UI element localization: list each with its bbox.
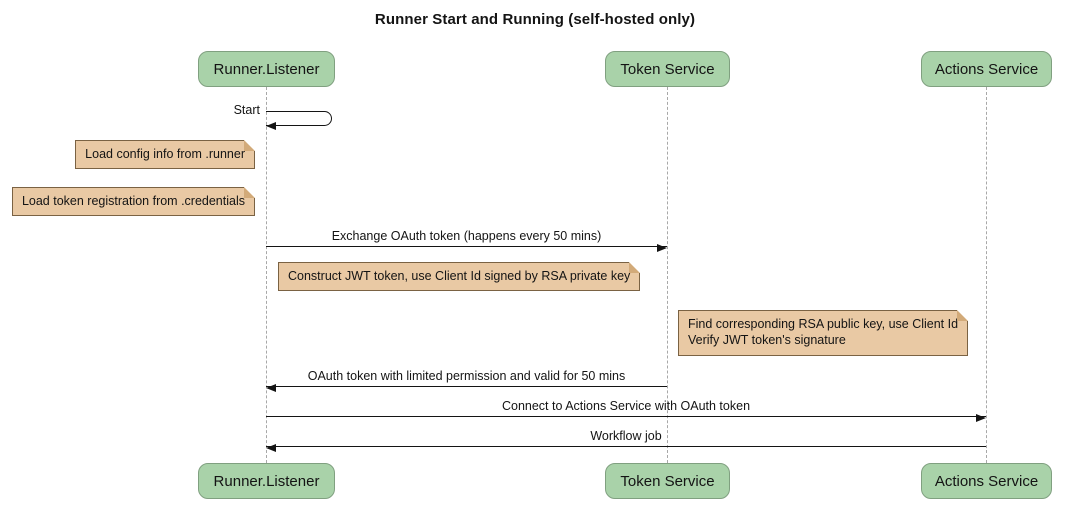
note-load-config: Load config info from .runner bbox=[75, 140, 255, 169]
message-line bbox=[266, 446, 986, 447]
participant-token-service-bottom: Token Service bbox=[605, 463, 730, 499]
participant-runner-listener-top: Runner.Listener bbox=[198, 51, 335, 87]
note-verify-jwt: Find corresponding RSA public key, use C… bbox=[678, 310, 969, 356]
participant-label: Actions Service bbox=[934, 472, 1039, 490]
note-text: Load token registration from .credential… bbox=[21, 194, 245, 208]
participant-label: Actions Service bbox=[934, 60, 1039, 78]
note-text-line-1: Find corresponding RSA public key, use C… bbox=[688, 317, 959, 331]
self-message-start-label: Start bbox=[233, 103, 260, 117]
participant-label: Token Service bbox=[620, 472, 715, 490]
participant-actions-service-bottom: Actions Service bbox=[921, 463, 1052, 499]
message-workflow-job: Workflow job bbox=[266, 429, 986, 452]
message-label: OAuth token with limited permission and … bbox=[307, 369, 626, 383]
self-message-start-arrowhead-icon bbox=[266, 122, 276, 130]
arrowhead-right-icon bbox=[976, 413, 986, 422]
participant-label: Token Service bbox=[620, 60, 715, 78]
note-text-line-2: Verify JWT token's signature bbox=[688, 333, 846, 347]
arrowhead-right-icon bbox=[657, 243, 667, 252]
note-load-token-registration: Load token registration from .credential… bbox=[11, 187, 256, 216]
diagram-title: Runner Start and Running (self-hosted on… bbox=[374, 11, 696, 28]
message-line bbox=[266, 246, 667, 247]
note-text: Load config info from .runner bbox=[85, 147, 245, 161]
self-message-start-loop bbox=[266, 111, 332, 126]
participant-label: Runner.Listener bbox=[213, 60, 320, 78]
lifeline-runner-listener bbox=[266, 87, 267, 463]
participant-runner-listener-bottom: Runner.Listener bbox=[198, 463, 335, 499]
note-text: Construct JWT token, use Client Id signe… bbox=[288, 269, 631, 283]
participant-token-service-top: Token Service bbox=[605, 51, 730, 87]
message-label: Connect to Actions Service with OAuth to… bbox=[501, 399, 751, 413]
participant-actions-service-top: Actions Service bbox=[921, 51, 1052, 87]
message-oauth-token-return: OAuth token with limited permission and … bbox=[266, 369, 667, 392]
lifeline-actions-service bbox=[986, 87, 987, 463]
message-line bbox=[266, 416, 986, 417]
arrowhead-left-icon bbox=[266, 383, 276, 392]
note-construct-jwt: Construct JWT token, use Client Id signe… bbox=[278, 262, 641, 291]
lifeline-token-service bbox=[667, 87, 668, 463]
message-label: Workflow job bbox=[590, 429, 662, 443]
arrowhead-left-icon bbox=[266, 443, 276, 452]
message-connect-actions-service: Connect to Actions Service with OAuth to… bbox=[266, 399, 986, 422]
message-label: Exchange OAuth token (happens every 50 m… bbox=[331, 229, 602, 243]
participant-label: Runner.Listener bbox=[213, 472, 320, 490]
message-line bbox=[266, 386, 667, 387]
message-exchange-oauth-token: Exchange OAuth token (happens every 50 m… bbox=[266, 229, 667, 252]
